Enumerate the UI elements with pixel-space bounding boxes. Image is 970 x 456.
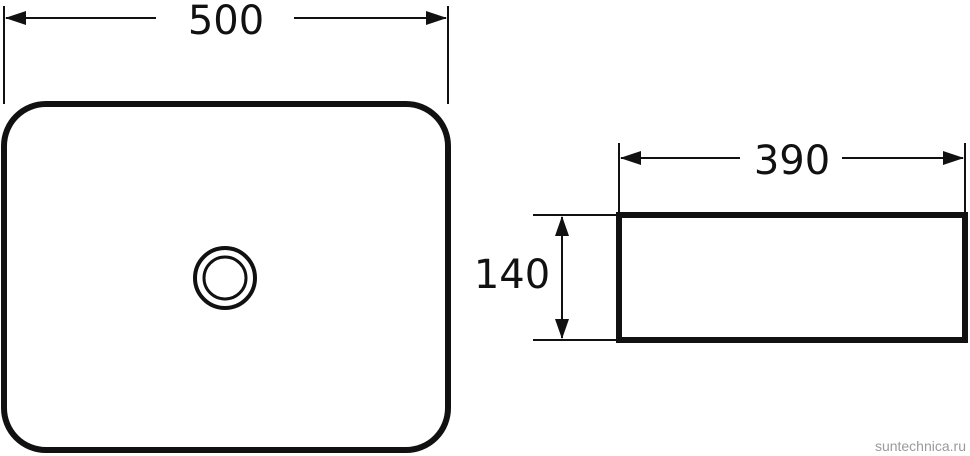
basin-outline-top — [1, 101, 451, 453]
top-view — [1, 101, 451, 453]
dimension-width-side: 390 — [618, 138, 966, 215]
arrowhead-bottom — [555, 319, 569, 339]
drain-inner-ring — [202, 255, 248, 301]
arrowhead-right — [426, 11, 447, 25]
dimension-label-390: 390 — [754, 138, 830, 184]
dimension-label-500: 500 — [188, 0, 264, 44]
watermark: suntechnica.ru — [875, 438, 966, 454]
drain-outer-ring — [193, 246, 257, 310]
dimension-height-side: 140 — [474, 214, 619, 341]
arrowhead-left — [620, 151, 641, 165]
basin-outline-side — [616, 212, 968, 343]
arrowhead-left — [5, 11, 26, 25]
side-view — [616, 212, 968, 343]
dimension-label-140: 140 — [474, 252, 550, 298]
arrowhead-right — [943, 151, 964, 165]
dimension-width-top: 500 — [3, 0, 449, 104]
arrowhead-top — [555, 216, 569, 236]
